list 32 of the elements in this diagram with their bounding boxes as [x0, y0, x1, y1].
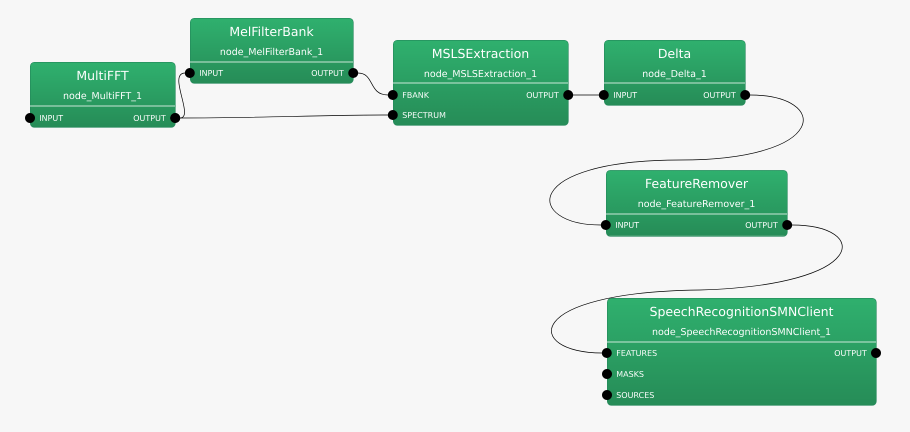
block-title: MultiFFT [78, 70, 129, 80]
connector [549, 90, 804, 230]
port-label: OUTPUT [312, 70, 344, 76]
block-title: Delta [659, 48, 690, 58]
connector [170, 110, 398, 123]
port-label: OUTPUT [704, 92, 736, 98]
port-label: OUTPUT [746, 222, 778, 228]
port-label: FEATURES [617, 350, 657, 356]
connector [348, 68, 398, 100]
port-label: INPUT [616, 222, 640, 228]
block-title: FeatureRemover [646, 178, 748, 188]
port-label: INPUT [614, 92, 638, 98]
node-name: node_SpeechRecognitionSMNClient_1 [652, 328, 830, 338]
port-label: INPUT [200, 70, 224, 76]
port-label: OUTPUT [526, 92, 559, 98]
port-label: MASKS [617, 370, 644, 378]
connector [551, 220, 843, 358]
port-label: INPUT [40, 115, 64, 121]
node-name: node_FeatureRemover_1 [638, 200, 754, 210]
connector [563, 90, 609, 100]
port-label: SOURCES [616, 392, 654, 398]
node-name: node_MelFilterBank_1 [220, 48, 322, 58]
node-name: node_MultiFFT_1 [64, 92, 142, 102]
block-title: MSLSExtraction [433, 48, 528, 58]
port-label: FBANK [403, 92, 430, 98]
port-label: SPECTRUM [402, 112, 446, 118]
block-title: SpeechRecognitionSMNClient [650, 306, 834, 319]
port-label: OUTPUT [834, 350, 867, 356]
block-title: MelFilterBank [230, 26, 314, 36]
node-name: node_MSLSExtraction_1 [424, 70, 536, 80]
port-label: OUTPUT [134, 114, 166, 122]
node-name: node_Delta_1 [643, 70, 706, 80]
